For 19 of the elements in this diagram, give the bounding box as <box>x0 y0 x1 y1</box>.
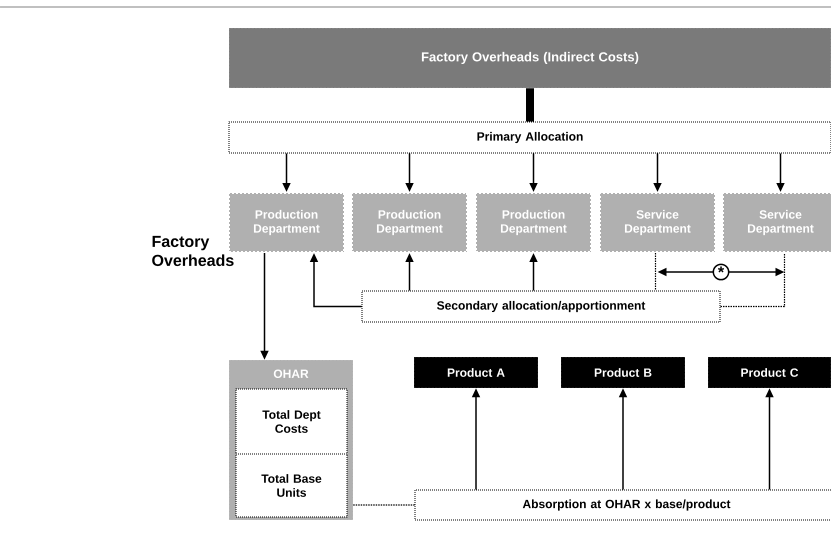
leader-line <box>720 253 786 308</box>
department-box: Production Department <box>475 192 592 253</box>
department-box: Production Department <box>228 192 345 253</box>
product-box: Product A <box>414 356 538 388</box>
department-box: Service Department <box>722 192 831 253</box>
product-box: Product B <box>560 356 686 388</box>
leader-line <box>654 253 656 290</box>
connector-bar <box>526 88 534 122</box>
header-box: Factory Overheads (Indirect Costs) <box>228 28 831 88</box>
leader-line <box>353 504 414 506</box>
department-box: Service Department <box>599 192 716 253</box>
formula-cell: Total Dept Costs <box>236 388 348 454</box>
product-box: Product C <box>708 356 831 388</box>
process-box: Absorption at OHAR x base/product <box>414 490 831 520</box>
edge-label: * <box>712 264 730 280</box>
formula-cell: Total Base Units <box>236 454 348 518</box>
process-box: Primary Allocation <box>228 122 831 154</box>
process-box: Secondary allocation/apportionment <box>362 290 720 322</box>
department-box: Production Department <box>351 192 468 253</box>
